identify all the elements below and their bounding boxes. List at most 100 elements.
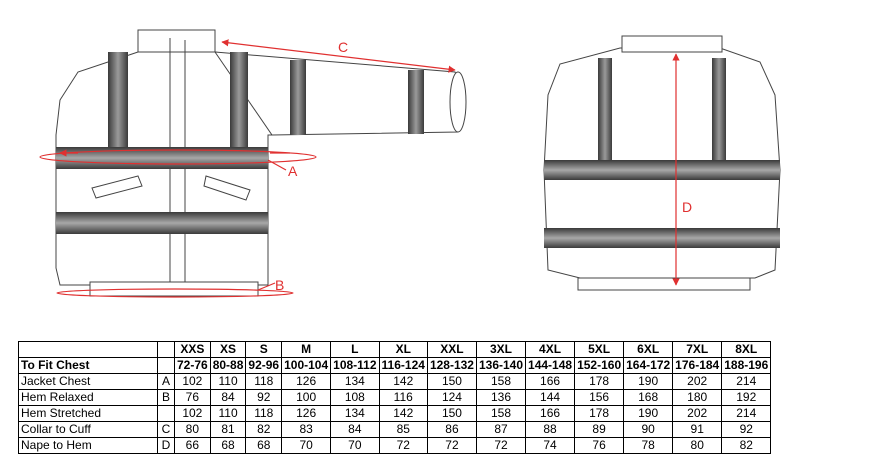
- table-cell: 110: [209, 405, 247, 422]
- tape: [56, 212, 268, 234]
- front-pocket-right: [203, 175, 251, 201]
- table-cell: 72: [426, 437, 477, 454]
- chest-cell: 164-172: [623, 357, 674, 374]
- table-cell: 92: [245, 389, 283, 406]
- tape: [108, 52, 128, 147]
- tape: [408, 70, 424, 134]
- tape: [230, 52, 248, 147]
- table-cell: 82: [245, 421, 283, 438]
- table-cell: 190: [623, 373, 674, 390]
- table-cell: 80: [672, 437, 723, 454]
- table-cell: 118: [245, 405, 283, 422]
- table-cell: 178: [574, 373, 625, 390]
- table-cell: 202: [672, 373, 723, 390]
- measure-b: [56, 282, 294, 298]
- table-cell: 150: [426, 405, 477, 422]
- label-a: A: [288, 163, 298, 179]
- size-header-cell: XXS: [174, 341, 211, 358]
- size-header-cell: L: [330, 341, 380, 358]
- size-header-cell: 4XL: [525, 341, 576, 358]
- table-cell: 85: [378, 421, 428, 438]
- table-cell: 166: [525, 373, 576, 390]
- table-cell: 108: [330, 389, 380, 406]
- front-cuff: [449, 71, 467, 133]
- size-header-cell: XL: [378, 341, 428, 358]
- table-cell: 78: [623, 437, 674, 454]
- table-cell: 87: [475, 421, 527, 438]
- chest-cell: 144-148: [525, 357, 576, 374]
- chest-cell: 108-112: [330, 357, 380, 374]
- table-cell: 102: [174, 405, 211, 422]
- table-cell: 126: [281, 373, 332, 390]
- table-cell: 80: [174, 421, 211, 438]
- tape: [544, 160, 780, 180]
- table-cell: 92: [721, 421, 772, 438]
- tape: [544, 228, 780, 248]
- row-code: B: [157, 389, 175, 406]
- table-cell: 158: [475, 405, 527, 422]
- row-label: Hem Stretched: [18, 405, 158, 422]
- table-cell: 83: [281, 421, 332, 438]
- size-header-cell: XS: [209, 341, 247, 358]
- row-code: [157, 405, 175, 422]
- chest-cell: 128-132: [426, 357, 477, 374]
- table-cell: 76: [574, 437, 625, 454]
- table-cell: 84: [209, 389, 247, 406]
- table-cell: 89: [574, 421, 625, 438]
- row-label: Hem Relaxed: [18, 389, 158, 406]
- jacket-diagram: A B C D: [39, 29, 781, 298]
- header-blank: [18, 341, 158, 358]
- table-cell: 100: [281, 389, 332, 406]
- chest-cell: 176-184: [672, 357, 723, 374]
- label-c: C: [338, 39, 348, 55]
- table-cell: 214: [721, 373, 772, 390]
- row-label: Nape to Hem: [18, 437, 158, 454]
- size-header-cell: S: [245, 341, 283, 358]
- back-reflective-tapes: [544, 58, 780, 248]
- measure-a: [39, 149, 317, 171]
- size-header-cell: 7XL: [672, 341, 723, 358]
- chest-cell: 152-160: [574, 357, 625, 374]
- size-header-cell: M: [281, 341, 332, 358]
- row-label: Jacket Chest: [18, 373, 158, 390]
- table-cell: 214: [721, 405, 772, 422]
- table-cell: 66: [174, 437, 211, 454]
- table-cell: 168: [623, 389, 674, 406]
- chest-cell: 116-124: [378, 357, 428, 374]
- table-cell: 190: [623, 405, 674, 422]
- back-hem-band: [577, 277, 751, 291]
- table-cell: 192: [721, 389, 772, 406]
- table-cell: 150: [426, 373, 477, 390]
- table-cell: 156: [574, 389, 625, 406]
- table-cell: 126: [281, 405, 332, 422]
- size-header-cell: 5XL: [574, 341, 625, 358]
- table-cell: 124: [426, 389, 477, 406]
- table-cell: 76: [174, 389, 211, 406]
- table-cell: 90: [623, 421, 674, 438]
- size-header-cell: 3XL: [475, 341, 527, 358]
- table-cell: 86: [426, 421, 477, 438]
- table-cell: 136: [475, 389, 527, 406]
- tape: [290, 60, 306, 135]
- table-cell: 110: [209, 373, 247, 390]
- row-code: C: [157, 421, 175, 438]
- header-code-blank: [157, 341, 175, 358]
- chest-cell: 136-140: [475, 357, 527, 374]
- table-cell: 91: [672, 421, 723, 438]
- table-cell: 202: [672, 405, 723, 422]
- front-collar: [137, 29, 216, 53]
- table-cell: 142: [378, 373, 428, 390]
- chest-cell: 80-88: [209, 357, 247, 374]
- table-cell: 84: [330, 421, 380, 438]
- table-cell: 116: [378, 389, 428, 406]
- chest-cell: 92-96: [245, 357, 283, 374]
- tape: [712, 58, 726, 160]
